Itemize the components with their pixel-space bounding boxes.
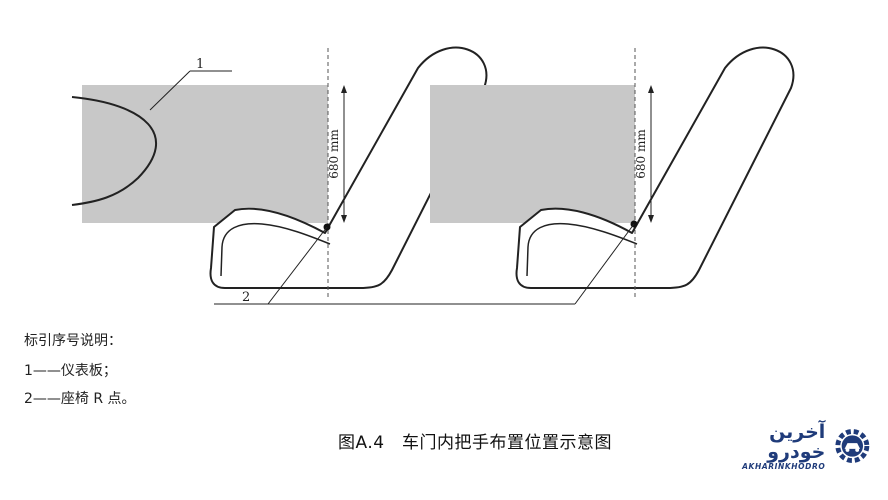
figure-caption: 图A.4 车门内把手布置位置示意图: [338, 433, 613, 453]
shaded-zone-right: [430, 85, 635, 223]
dimension-arrow-top-right: [648, 85, 654, 93]
callout-2-leader-right: [574, 223, 635, 305]
dimension-arrow-top-left: [341, 85, 347, 93]
dimension-label-right: 680 mm: [634, 129, 648, 179]
seat-inner-line-right: [526, 222, 638, 277]
seat-outline-right: [515, 46, 795, 289]
logo-main-text: آخرین خودرو: [767, 420, 826, 463]
legend-item-1: 1——仪表板；: [24, 363, 117, 379]
dimension-arrow-bottom-left: [341, 215, 347, 223]
dimension-arrow-bottom-right: [648, 215, 654, 223]
callout-1-label: 1: [196, 57, 204, 72]
callout-1-leader: [149, 70, 191, 111]
seat-outline-left: [209, 46, 488, 289]
dashboard-outline: [71, 96, 158, 206]
dimension-label-left: 680 mm: [327, 129, 341, 179]
legend-item-2: 2——座椅 R 点。: [24, 391, 136, 407]
callout-2-label: 2: [242, 290, 250, 305]
door-handle-diagram: 1 680 mm 680 mm 2: [71, 46, 795, 305]
car-gear-icon: [835, 429, 870, 463]
brand-logo[interactable]: آخرین خودرو AKHARINKHODRO: [708, 422, 874, 471]
logo-sub-text: AKHARINKHODRO: [742, 461, 826, 471]
seat-inner-line-left: [220, 222, 331, 277]
legend-heading: 标引序号说明：: [24, 333, 122, 349]
callout-2-leader-left: [267, 226, 328, 305]
logo-text-group: آخرین خودرو AKHARINKHODRO: [708, 422, 825, 471]
